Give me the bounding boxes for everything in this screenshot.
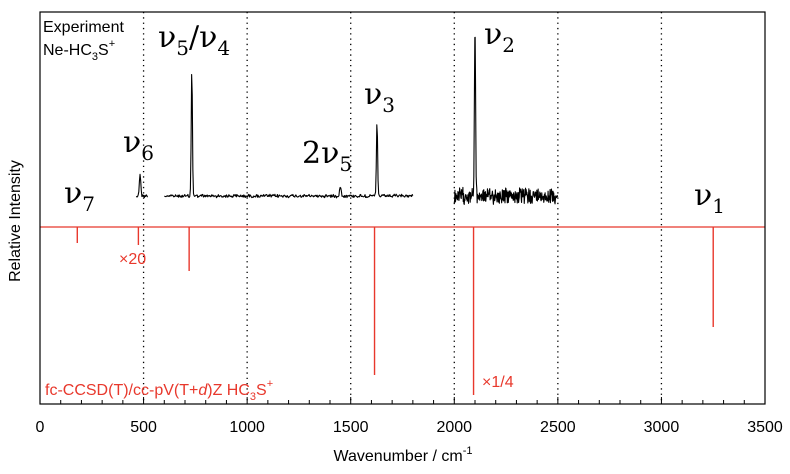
experiment-label-line2: Ne-HC3S+: [43, 38, 115, 63]
theory-label-mid: )Z HC: [207, 382, 250, 399]
theory-label-sup: +: [267, 378, 273, 390]
experiment-label-prefix: Ne-HC: [43, 42, 92, 59]
experiment-segment-3: [453, 36, 559, 205]
x-axis-label-text: Wavenumber / cm: [334, 448, 463, 465]
x-tick-label-3000: 3000: [644, 419, 680, 436]
theory-label-sub: 3: [250, 391, 256, 403]
experiment-segment-1: [135, 173, 149, 199]
theory-label: fc-CCSD(T)/cc-pV(T+d)Z HC3S+: [45, 378, 273, 403]
experiment-trace: [135, 36, 559, 205]
x-tick-label-3500: 3500: [747, 419, 783, 436]
x-tick-label-2000: 2000: [436, 419, 472, 436]
x-axis-label-superscript: -1: [463, 445, 473, 457]
theory-label-italic: d: [198, 382, 208, 399]
theory-sticks: [40, 226, 765, 395]
x-tick-label-2500: 2500: [540, 419, 576, 436]
y-axis-label: Relative Intensity: [7, 160, 24, 282]
grid-lines: [142, 12, 663, 404]
annotation-nu7: ν7: [64, 176, 95, 216]
experiment-label-sup: +: [109, 38, 115, 50]
x-axis-label: Wavenumber / cm-1: [334, 445, 473, 465]
annotation-nu1: ν1: [694, 178, 725, 218]
experiment-label-line1: Experiment: [43, 19, 124, 36]
scale-label-quarter: ×1/4: [482, 374, 514, 391]
scale-label-x20: ×20: [119, 251, 146, 268]
x-tick-label-0: 0: [36, 419, 45, 436]
experiment-label-sub: 3: [92, 51, 98, 63]
x-tick-label-500: 500: [130, 419, 157, 436]
x-axis-ticks: 0 500 1000 1500 2000 2500 3000 3500: [36, 397, 783, 436]
x-tick-label-1000: 1000: [229, 419, 265, 436]
annotation-nu3: ν3: [364, 77, 395, 117]
annotation-nu5-nu4: ν5/ν4: [158, 20, 230, 60]
x-tick-label-1500: 1500: [333, 419, 369, 436]
theory-label-mid2: S: [256, 382, 267, 399]
experiment-segment-2: [164, 73, 414, 199]
plot-frame: [39, 11, 766, 405]
annotation-nu6: ν6: [123, 125, 154, 165]
annotation-2nu5: 2ν5: [302, 136, 352, 176]
theory-label-prefix: fc-CCSD(T)/cc-pV(T+: [45, 382, 198, 399]
experiment-label-mid: S: [98, 42, 109, 59]
annotation-nu2: ν2: [484, 17, 515, 57]
